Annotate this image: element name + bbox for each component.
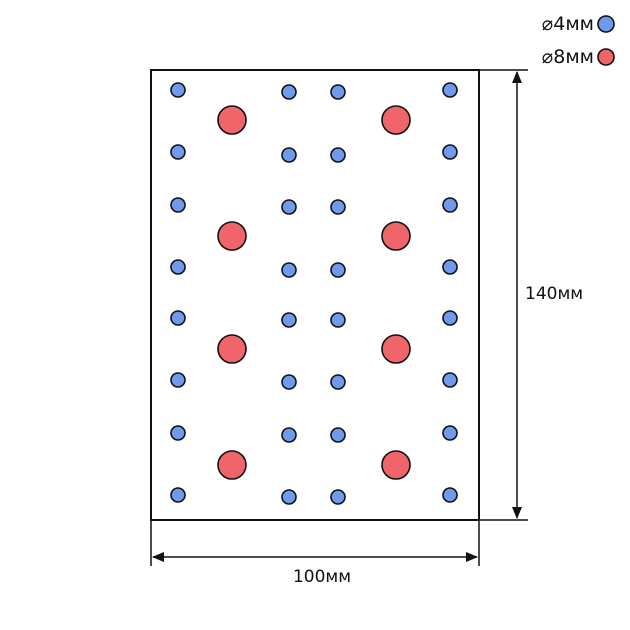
large-hole: [381, 105, 411, 135]
small-hole: [281, 262, 297, 278]
small-hole: [330, 312, 346, 328]
small-hole: [330, 147, 346, 163]
large-hole: [381, 334, 411, 364]
small-hole: [442, 425, 458, 441]
legend-small-label: ⌀4мм: [542, 13, 594, 35]
large-hole: [217, 450, 247, 480]
small-hole: [330, 84, 346, 100]
large-hole: [381, 450, 411, 480]
small-hole: [170, 487, 186, 503]
small-hole: [442, 197, 458, 213]
small-hole: [281, 199, 297, 215]
plate-outline: [150, 69, 480, 521]
small-hole: [442, 487, 458, 503]
large-hole: [381, 221, 411, 251]
small-hole: [330, 199, 346, 215]
small-hole: [170, 259, 186, 275]
small-hole: [442, 82, 458, 98]
small-hole: [170, 82, 186, 98]
large-hole: [217, 221, 247, 251]
small-hole: [330, 489, 346, 505]
small-hole: [442, 372, 458, 388]
small-hole: [281, 312, 297, 328]
small-hole: [330, 262, 346, 278]
small-hole: [330, 427, 346, 443]
small-hole: [442, 259, 458, 275]
small-hole: [330, 374, 346, 390]
holes-group: [170, 82, 458, 505]
small-hole: [170, 197, 186, 213]
small-hole: [281, 374, 297, 390]
small-hole: [170, 144, 186, 160]
small-hole: [281, 489, 297, 505]
legend-large-label: ⌀8мм: [542, 46, 594, 68]
width-dimension-label: 100мм: [293, 567, 351, 587]
small-hole: [281, 84, 297, 100]
height-dimension-label: 140мм: [525, 284, 583, 304]
legend-large-swatch: [597, 48, 615, 66]
small-hole: [170, 310, 186, 326]
small-hole: [281, 427, 297, 443]
large-hole: [217, 334, 247, 364]
small-hole: [170, 425, 186, 441]
large-hole: [217, 105, 247, 135]
small-hole: [281, 147, 297, 163]
small-hole: [442, 144, 458, 160]
small-hole: [442, 310, 458, 326]
legend-small-swatch: [597, 15, 615, 33]
small-hole: [170, 372, 186, 388]
